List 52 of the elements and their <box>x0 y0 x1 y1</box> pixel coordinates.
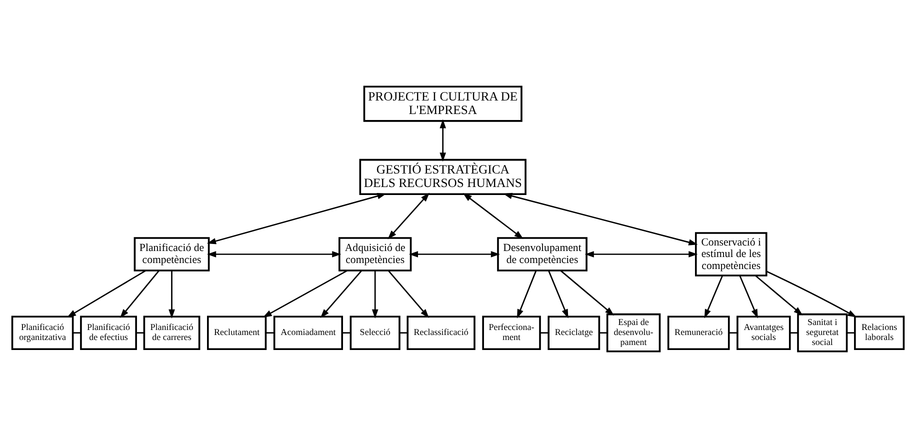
arrow <box>754 274 803 315</box>
arrow <box>704 274 724 318</box>
node-box: Desenvolupament de competències <box>497 236 588 271</box>
connector <box>400 332 408 334</box>
connector <box>790 332 798 334</box>
arrow <box>503 192 698 245</box>
node-box: Reclassificació <box>406 315 476 350</box>
arrow <box>120 270 160 318</box>
connector <box>599 332 608 334</box>
arrow <box>584 250 698 257</box>
node-box: Remuneració <box>667 315 730 350</box>
arrow <box>440 118 446 162</box>
node-box: Conservació i estímul de les competències <box>694 232 768 276</box>
arrow <box>320 270 362 318</box>
node-box: Reciclatge <box>548 315 600 350</box>
node-box: Planificació de efectius <box>80 315 137 350</box>
node-box: Perfecciona- ment <box>482 315 541 350</box>
arrow <box>560 270 614 316</box>
node-box: Sanitat i seguretat social <box>797 312 848 352</box>
connector <box>342 332 351 334</box>
node-box: PROJECTE I CULTURA DE L'EMPRESA <box>363 85 522 122</box>
node-box: Espai de desenvolu- pament <box>606 312 661 352</box>
node-box: Planificació de carreres <box>143 315 200 350</box>
connector <box>72 332 81 334</box>
node-box: Planificació organitzativa <box>11 315 74 350</box>
arrow <box>66 270 146 317</box>
node-box: GESTIÓ ESTRATÈGICA DELS RECURSOS HUMANS <box>359 158 526 195</box>
arrow <box>388 270 430 318</box>
arrow <box>548 270 568 318</box>
arrow <box>462 192 524 239</box>
node-box: Planificació de competències <box>134 236 210 271</box>
arrow <box>766 270 857 317</box>
arrow <box>262 270 348 318</box>
arrow <box>388 192 430 239</box>
connector <box>540 332 548 334</box>
connector <box>136 332 144 334</box>
arrow <box>168 270 175 318</box>
node-box: Selecció <box>350 315 400 350</box>
node-box: Relacions laborals <box>854 315 905 350</box>
arrow <box>372 270 378 318</box>
node-box: Acomiadament <box>273 315 343 350</box>
node-box: Reclutament <box>207 315 267 350</box>
arrow <box>739 274 758 318</box>
connector <box>846 332 855 334</box>
arrow <box>516 270 537 318</box>
arrow <box>408 250 500 257</box>
node-box: Avantatges socials <box>736 315 791 350</box>
arrow <box>206 192 386 244</box>
connector <box>266 332 274 334</box>
connector <box>729 332 738 334</box>
arrow <box>207 250 342 257</box>
node-box: Adquisició de competències <box>338 236 412 271</box>
